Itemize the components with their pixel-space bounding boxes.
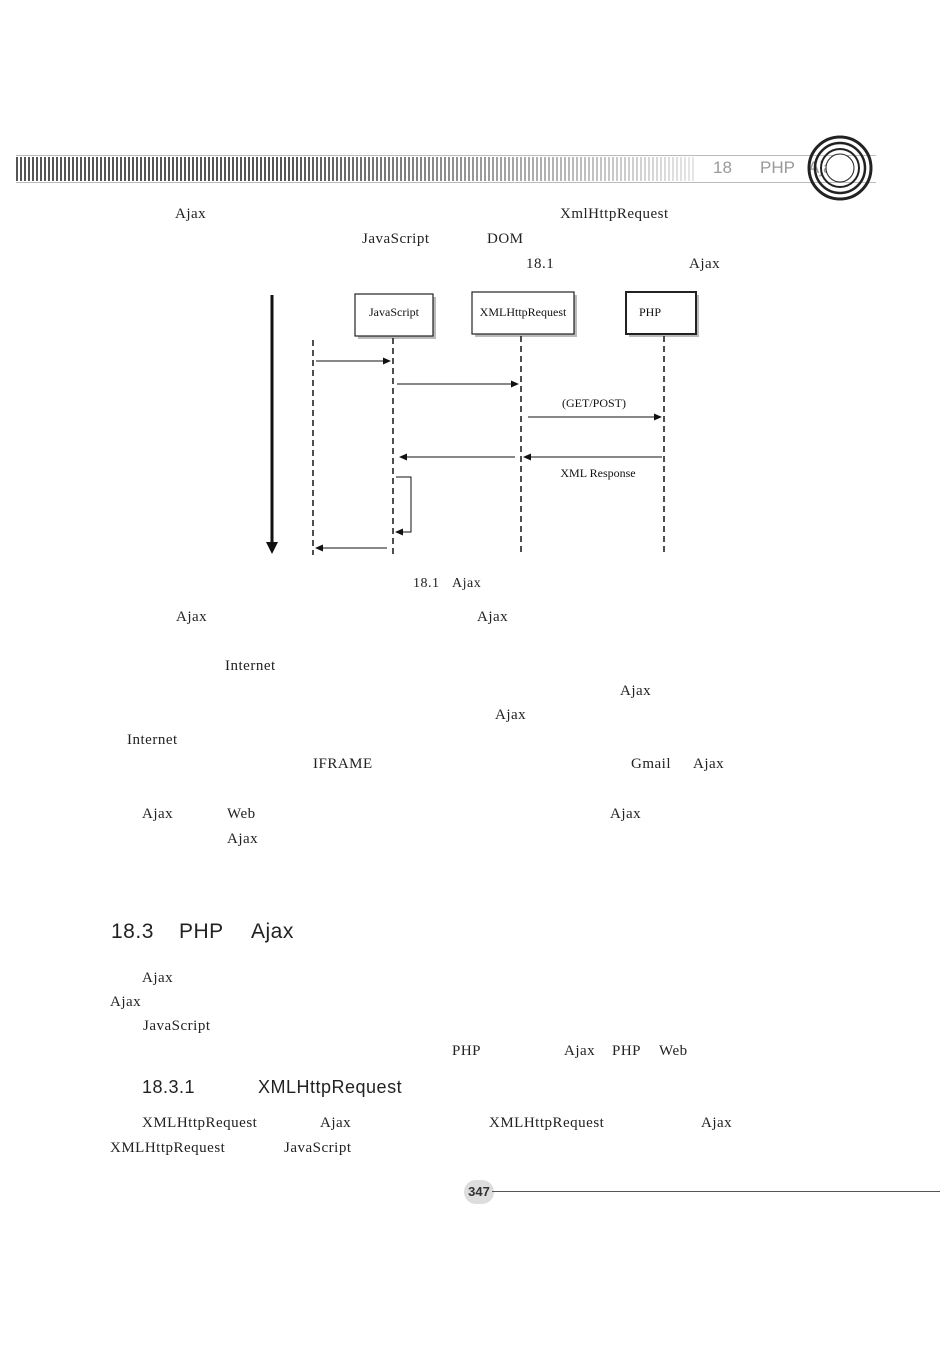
subsection-text-javascript: JavaScript [284,1140,352,1156]
body-web: Web [227,806,256,822]
subsection-text-xhr-1: XMLHttpRequest [142,1115,258,1131]
subsection-title: XMLHttpRequest [258,1077,403,1097]
sequence-diagram: JavaScript XMLHttpRequest PHP (GET/POST)… [266,291,699,555]
section-php: PHP [179,920,224,943]
body-ajax-3: Ajax [620,683,652,699]
subsection-text-xhr-2: XMLHttpRequest [489,1115,605,1131]
body-gmail: Gmail [631,756,671,772]
label-php: PHP [639,305,661,319]
body-ajax-6: Ajax [142,806,174,822]
body-ajax-5: Ajax [693,756,725,772]
subsection-number: 18.3.1 [142,1077,196,1097]
intro-javascript: JavaScript [362,231,430,247]
section-text-php-2: PHP [612,1043,642,1059]
intro-dom: DOM [487,231,524,247]
intro-xmlhttprequest: XmlHttpRequest [560,206,669,222]
label-xhr: XMLHttpRequest [480,305,567,319]
body-iframe: IFRAME [313,756,373,772]
intro-figure-ref: 18.1 [526,256,555,272]
chapter-number: 18 [713,158,732,177]
label-javascript: JavaScript [369,305,420,319]
body-ajax-8: Ajax [227,831,259,847]
subsection-text-ajax-2: Ajax [701,1115,733,1131]
figure-caption-text: Ajax [452,576,482,591]
page-number: 347 [464,1180,494,1204]
label-xml-response: XML Response [560,466,635,480]
body-internet-1: Internet [225,658,276,674]
section-text-web: Web [659,1043,688,1059]
lifeline-box-javascript [354,293,434,337]
section-text-ajax-3: Ajax [564,1043,596,1059]
chapter-rings-logo [807,135,873,201]
msg-js-self [395,476,412,536]
intro-ajax-2: Ajax [689,256,721,272]
body-ajax-4: Ajax [495,707,527,723]
section-text-php-1: PHP [452,1043,482,1059]
section-text-ajax-2: Ajax [110,994,142,1010]
body-ajax-1: Ajax [176,609,208,625]
footer-rule [492,1191,940,1192]
label-get-post: (GET/POST) [562,396,626,410]
time-arrow-head [266,542,278,554]
section-text-javascript: JavaScript [143,1018,211,1034]
lifeline-box-xhr [471,291,575,335]
section-ajax: Ajax [251,920,294,943]
subsection-text-ajax-1: Ajax [320,1115,352,1131]
lifeline-box-php [625,291,697,335]
chapter-php: PHP [760,158,795,177]
body-internet-2: Internet [127,732,178,748]
body-ajax-2: Ajax [477,609,509,625]
section-text-ajax-1: Ajax [142,970,174,986]
subsection-text-xhr-3: XMLHttpRequest [110,1140,226,1156]
body-ajax-7: Ajax [610,806,642,822]
intro-ajax: Ajax [175,206,207,222]
header-rule-frame [16,155,876,183]
section-number: 18.3 [111,920,154,943]
header-barcode-band [16,157,696,181]
figure-caption-number: 18.1 [413,576,440,591]
